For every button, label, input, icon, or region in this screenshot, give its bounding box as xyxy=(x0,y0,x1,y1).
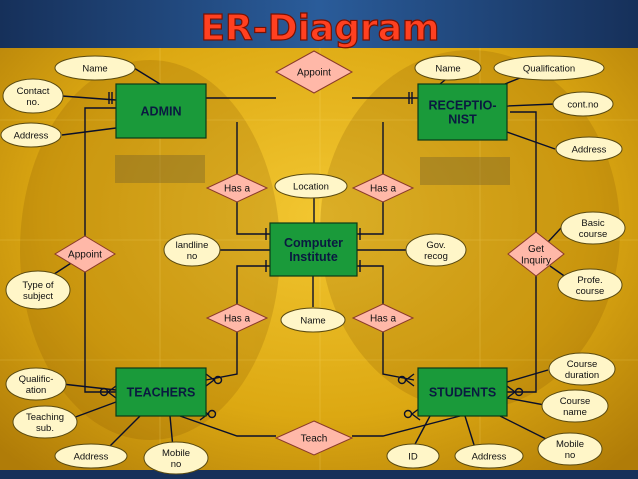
attribute-prof-course[interactable]: Profe.course xyxy=(557,268,623,302)
attribute-rec-name[interactable]: Name xyxy=(414,55,482,81)
relationship-label: Has a xyxy=(370,184,397,195)
relationship-label: Has a xyxy=(224,184,251,195)
attribute-rec-contno[interactable]: cont.no xyxy=(552,91,614,117)
attribute-label: Name xyxy=(82,63,107,74)
attribute-label: Gov.recog xyxy=(424,240,448,262)
attribute-rec-qualification[interactable]: Qualification xyxy=(493,55,605,81)
entity-label: ADMIN xyxy=(141,105,182,119)
entity-label: STUDENTS xyxy=(429,386,496,400)
page-title: ER-Diagram xyxy=(200,8,439,49)
relationship-appoint-top[interactable]: Appoint xyxy=(274,50,354,94)
relationship-appoint-left[interactable]: Appoint xyxy=(54,235,116,273)
entity-admin[interactable]: ADMIN xyxy=(115,83,207,139)
attribute-label: Address xyxy=(74,451,109,462)
attribute-label: Profe.course xyxy=(576,275,605,297)
attribute-s-address[interactable]: Address xyxy=(454,443,524,469)
attribute-ci-name[interactable]: Name xyxy=(280,307,346,333)
attribute-label: ID xyxy=(408,451,418,462)
entity-students[interactable]: STUDENTS xyxy=(417,367,508,417)
attribute-admin-name[interactable]: Name xyxy=(54,55,136,81)
attribute-t-address[interactable]: Address xyxy=(54,443,128,469)
entity-receptionist[interactable]: RECEPTIO-NIST xyxy=(417,83,508,141)
attribute-rec-address[interactable]: Address xyxy=(555,136,623,162)
relationship-label: Has a xyxy=(224,314,251,325)
relationship-has-a-students[interactable]: Has a xyxy=(351,303,415,333)
relationship-label: Teach xyxy=(301,434,328,445)
entity-label: TEACHERS xyxy=(127,386,196,400)
attribute-label: Qualification xyxy=(523,63,575,74)
relationship-label: Appoint xyxy=(297,68,331,79)
attribute-label: Location xyxy=(293,181,329,192)
relationship-has-a-admin[interactable]: Has a xyxy=(205,173,269,203)
attribute-label: cont.no xyxy=(567,99,598,110)
attribute-admin-address[interactable]: Address xyxy=(0,122,62,148)
attribute-ci-location[interactable]: Location xyxy=(274,173,348,199)
relationship-label: Appoint xyxy=(68,250,102,261)
attribute-label: Qualific-ation xyxy=(19,374,54,396)
relationship-teach[interactable]: Teach xyxy=(274,420,354,456)
relationship-has-a-receptionist[interactable]: Has a xyxy=(351,173,415,203)
relationship-label: Has a xyxy=(370,314,397,325)
entity-label: RECEPTIO-NIST xyxy=(428,98,496,126)
cardinality-marks xyxy=(99,92,524,421)
entity-teachers[interactable]: TEACHERS xyxy=(115,367,207,417)
attribute-label: Address xyxy=(14,130,49,141)
relationship-has-a-teachers[interactable]: Has a xyxy=(205,303,269,333)
attribute-label: Address xyxy=(572,144,607,155)
attribute-ci-govrecog[interactable]: Gov.recog xyxy=(405,233,467,267)
attribute-label: Name xyxy=(435,63,460,74)
attribute-label: Address xyxy=(472,451,507,462)
attribute-label: Name xyxy=(300,315,325,326)
attribute-s-id[interactable]: ID xyxy=(386,443,440,469)
attribute-t-qualification[interactable]: Qualific-ation xyxy=(5,367,67,401)
